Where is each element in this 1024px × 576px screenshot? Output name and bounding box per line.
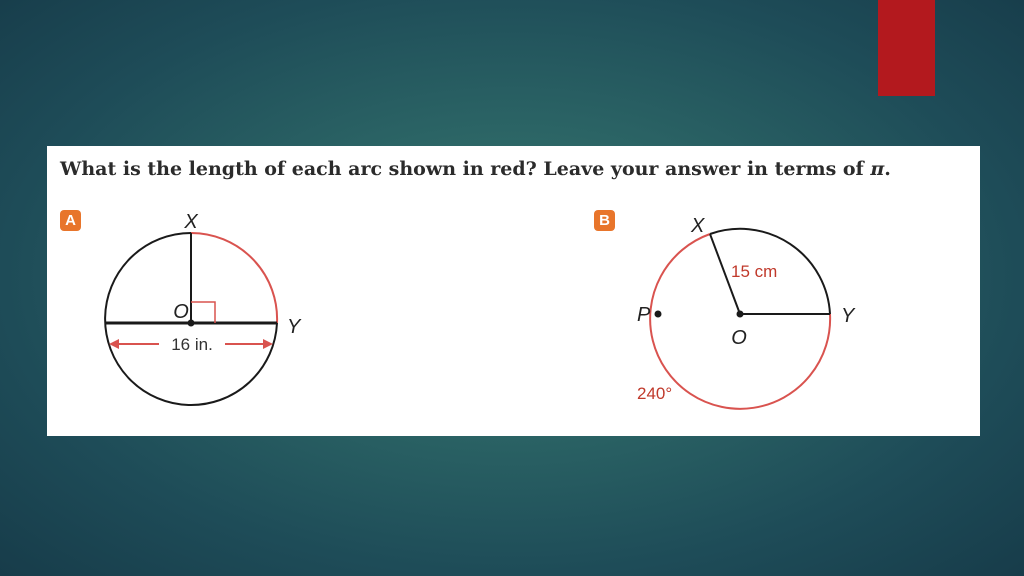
- point-p-b: P: [637, 304, 651, 326]
- figure-b: 15 cm 240° X O Y P: [637, 215, 856, 410]
- question-text: What is the length of each arc shown in …: [60, 158, 891, 180]
- slide-content-card: What is the length of each arc shown in …: [47, 146, 980, 436]
- center-dot-b: [736, 310, 744, 318]
- measure-arrow-a-right: [263, 339, 273, 349]
- figures-svg: 16 in. X O Y 15 cm 240° X O Y P: [104, 211, 856, 410]
- point-y-a: Y: [287, 316, 302, 338]
- arc-b-red: [649, 233, 832, 410]
- point-o-a: O: [173, 301, 189, 323]
- radius-label: 15 cm: [731, 262, 777, 281]
- measure-arrow-a-left: [109, 339, 119, 349]
- point-y-b: Y: [841, 305, 856, 327]
- point-x-a: X: [183, 211, 198, 233]
- arc-b-black: [709, 227, 831, 315]
- question-end: .: [884, 158, 891, 180]
- badge-a: A: [60, 210, 81, 231]
- point-p-dot: [654, 310, 662, 318]
- diameter-label: 16 in.: [171, 335, 213, 354]
- center-dot-a: [187, 319, 195, 327]
- badge-b: B: [594, 210, 615, 231]
- angle-label: 240°: [637, 384, 672, 403]
- point-x-b: X: [690, 215, 705, 237]
- arc-a-black: [104, 232, 278, 406]
- radius-ox-b: [709, 233, 741, 315]
- figure-a: 16 in. X O Y: [104, 211, 302, 406]
- pi-symbol: π: [870, 158, 885, 180]
- right-angle-mark: [191, 301, 216, 323]
- point-o-b: O: [731, 327, 747, 349]
- decorative-red-tab: [878, 0, 935, 96]
- question-main: What is the length of each arc shown in …: [60, 158, 864, 180]
- arc-a-red: [190, 231, 279, 324]
